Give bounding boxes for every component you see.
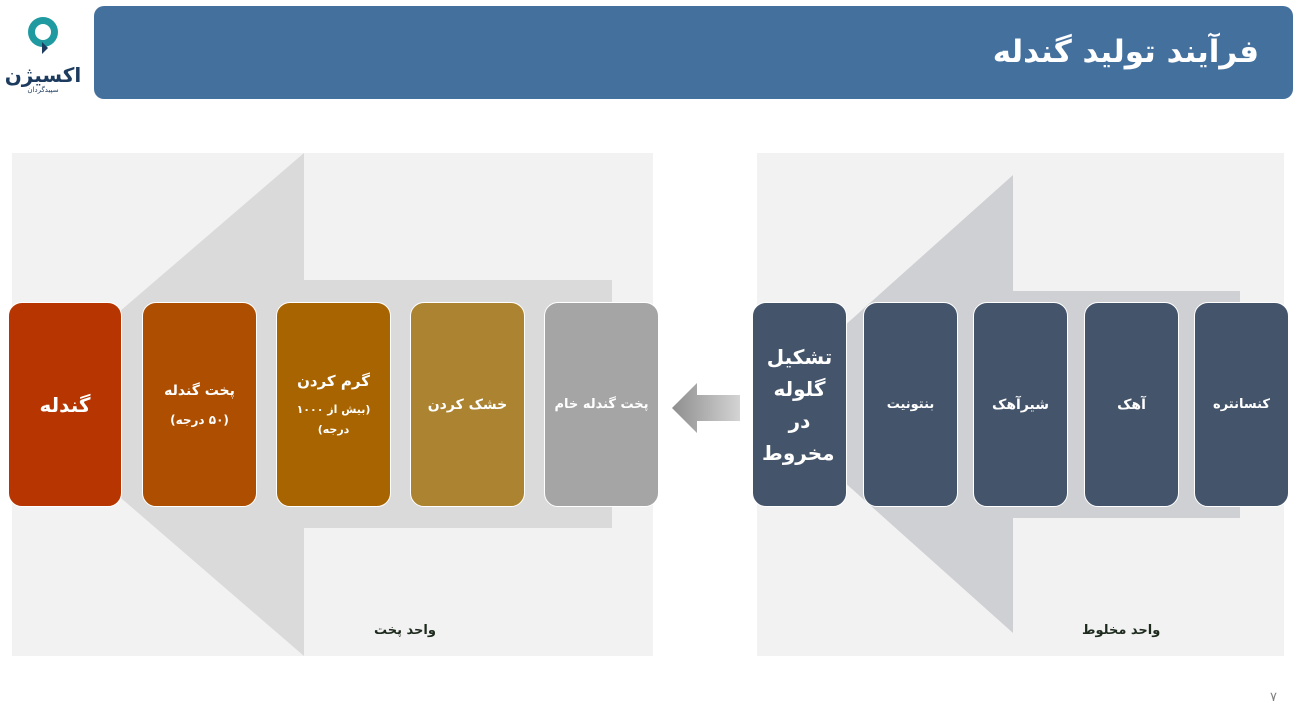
page-number: ۷ <box>1270 690 1277 705</box>
logo: اکسیژن سپیدگردان <box>4 12 82 94</box>
process-box-drying: خشک کردن <box>410 302 525 507</box>
box-label: خشک کردن <box>427 396 508 413</box>
process-box-balling-cone: تشکیل گلوله در مخروط <box>752 302 847 507</box>
logo-brand-text: اکسیژن <box>4 63 82 87</box>
baking-unit-label: واحد پخت <box>374 623 436 638</box>
process-box-concentrate: کنسانتره <box>1194 302 1289 507</box>
process-box-baking: پخت گندله (۵۰ درجه) <box>142 302 257 507</box>
process-box-bentonite: بنتونیت <box>863 302 958 507</box>
box-sublabel: (۵۰ درجه) <box>170 412 229 427</box>
box-sublabel: (بیش از ۱۰۰۰ درجه) <box>296 402 371 436</box>
header-bar: فرآیند تولید گندله <box>94 6 1293 99</box>
process-box-raw-pellet: پخت گندله خام <box>544 302 659 507</box>
mixing-unit-label: واحد مخلوط <box>1082 623 1161 638</box>
box-label: پخت گندله <box>164 382 235 399</box>
page-title: فرآیند تولید گندله <box>992 34 1259 70</box>
box-label: پخت گندله خام <box>554 396 649 412</box>
box-label: کنسانتره <box>1213 396 1270 412</box>
box-label: گرم کردن <box>297 371 370 390</box>
flow-arrow-icon <box>672 383 740 433</box>
process-box-pellet: گندله <box>8 302 122 507</box>
box-label: گندله <box>39 392 91 417</box>
process-box-milk-of-lime: شیرآهک <box>973 302 1068 507</box>
logo-mark-icon <box>28 17 58 54</box>
box-label: بنتونیت <box>886 396 935 412</box>
box-label: شیرآهک <box>991 396 1050 413</box>
process-box-lime: آهک <box>1084 302 1179 507</box>
box-label: تشکیل گلوله در مخروط <box>762 344 835 465</box>
process-box-heating: گرم کردن (بیش از ۱۰۰۰ درجه) <box>276 302 391 507</box>
box-label: آهک <box>1117 396 1146 413</box>
logo-tagline: سپیدگردان <box>27 86 59 94</box>
